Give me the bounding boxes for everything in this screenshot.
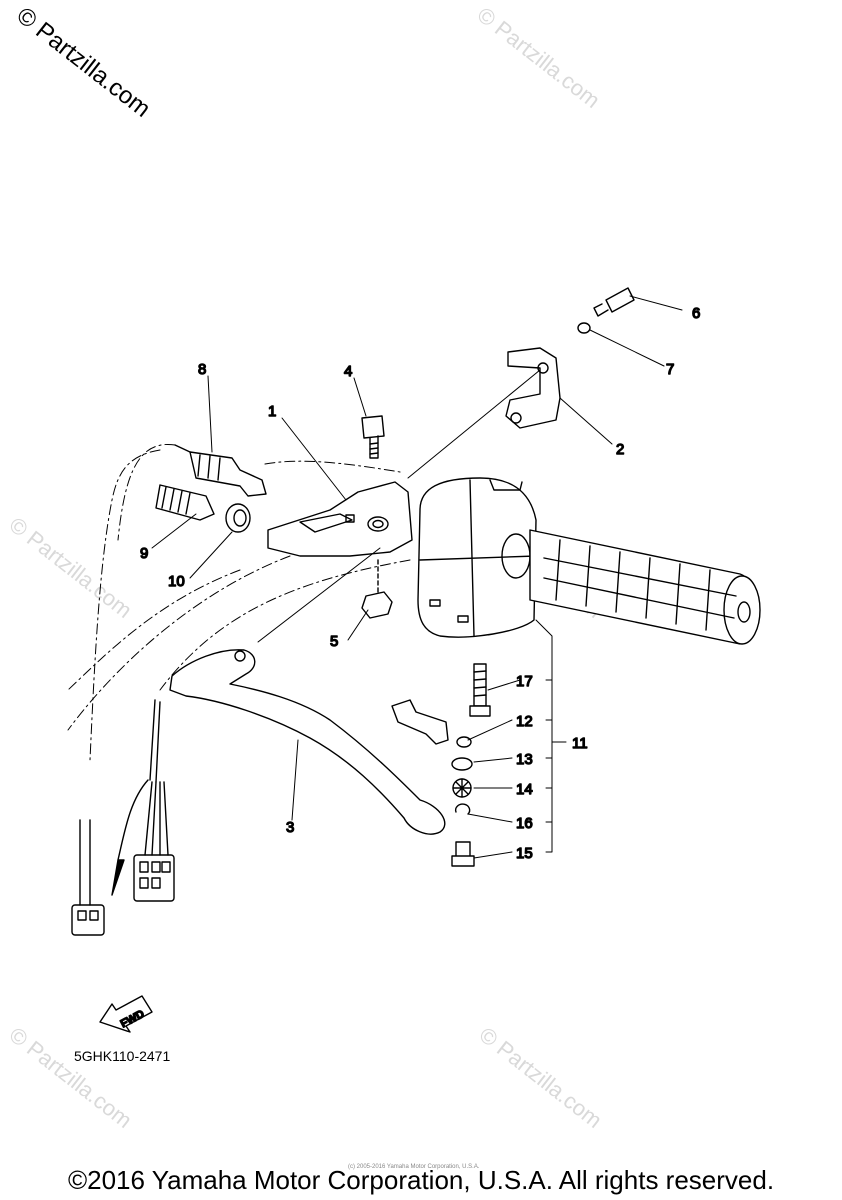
switch-screw-short <box>451 841 475 867</box>
lever-holder <box>267 481 413 557</box>
copyright-notice: ©2016 Yamaha Motor Corporation, U.S.A. A… <box>67 1165 775 1195</box>
handlebar-clamp <box>505 347 561 429</box>
wire-harness <box>71 699 175 936</box>
callout-3: 3 <box>286 819 294 836</box>
handlebar-switch <box>417 477 537 638</box>
handlebar-outline <box>67 443 411 761</box>
fine-print: (c) 2005-2016 Yamaha Motor Corporation, … <box>348 1164 480 1170</box>
star-washer <box>452 778 472 798</box>
adjuster-bolt <box>155 484 215 521</box>
callout-12: 12 <box>516 713 533 730</box>
callout-13: 13 <box>516 751 533 768</box>
clamp-washer <box>577 322 591 334</box>
callout-9: 9 <box>140 545 148 562</box>
clamp-screw <box>593 287 635 317</box>
fwd-arrow-icon: FWD <box>99 995 153 1033</box>
handlebar-grip <box>529 529 761 645</box>
spring-washer <box>454 803 471 815</box>
callout-14: 14 <box>516 781 533 798</box>
callout-10: 10 <box>168 573 185 590</box>
callout-2: 2 <box>616 441 624 458</box>
callout-11: 11 <box>572 735 588 752</box>
callout-8: 8 <box>198 361 206 378</box>
flat-washer <box>451 757 473 771</box>
pivot-bolt <box>361 415 385 459</box>
callout-15: 15 <box>516 845 533 862</box>
switch-bracket <box>391 699 472 748</box>
pivot-nut <box>361 559 393 619</box>
switch-screw-long <box>469 663 491 717</box>
callout-6: 6 <box>692 305 700 322</box>
callout-7: 7 <box>666 361 674 378</box>
locknut <box>225 503 251 533</box>
callout-4: 4 <box>344 363 352 380</box>
callout-1: 1 <box>268 403 276 420</box>
callout-16: 16 <box>516 815 533 832</box>
diagram-part-number: 5GHK110-2471 <box>74 1048 171 1064</box>
clutch-switch <box>174 444 267 497</box>
callout-5: 5 <box>330 633 338 650</box>
leader-lines <box>151 295 683 859</box>
callout-17: 17 <box>516 673 533 690</box>
clutch-lever <box>169 649 446 835</box>
